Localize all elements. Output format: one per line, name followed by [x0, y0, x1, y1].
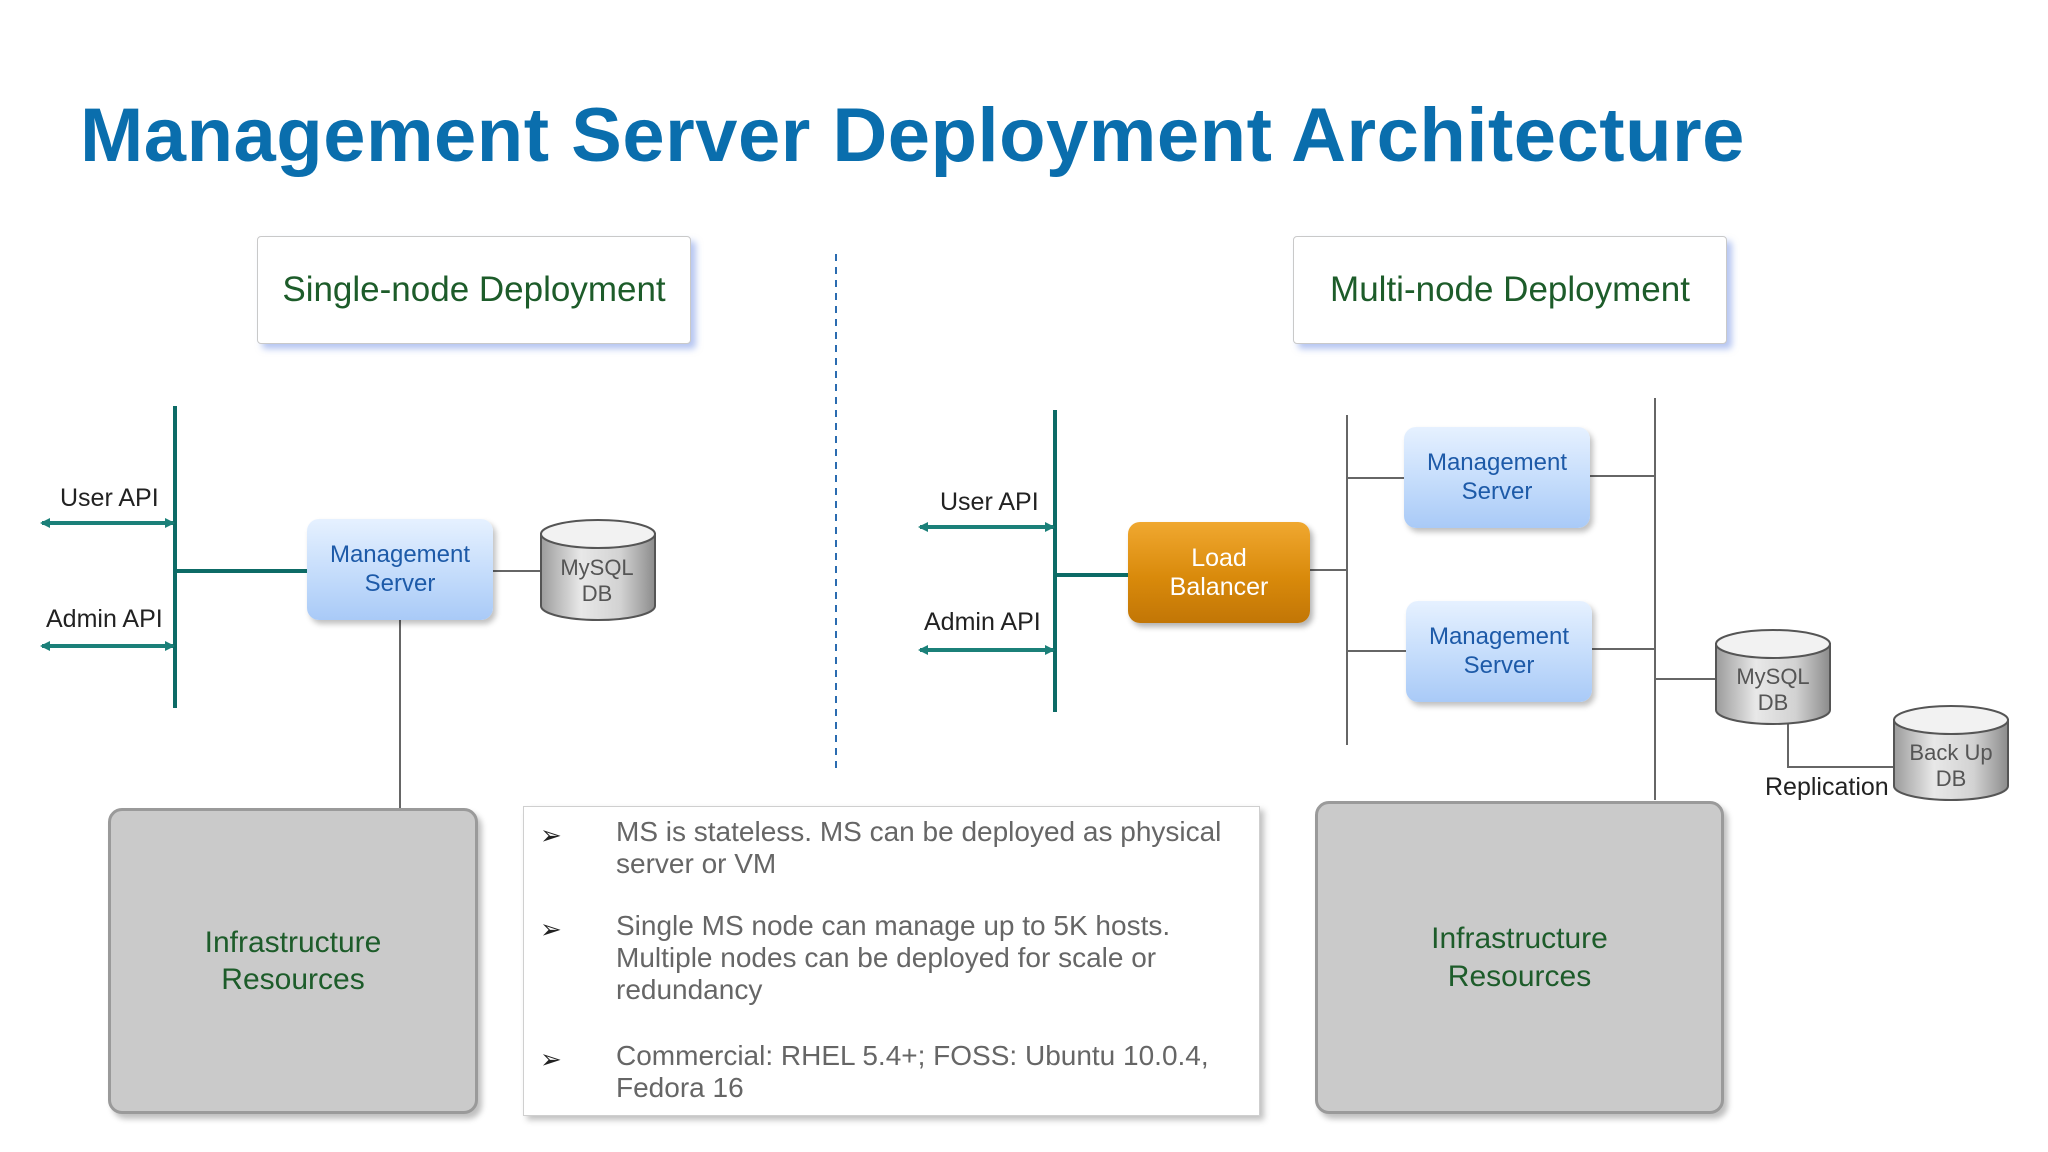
multi-node-header: Multi-node Deployment	[1293, 236, 1727, 344]
multi-management-server-2: Management Server	[1406, 601, 1592, 702]
backup-db-cylinder	[1893, 705, 2009, 801]
replication-label: Replication	[1765, 773, 1889, 801]
single-db-cylinder	[540, 519, 656, 621]
single-management-server: Management Server	[307, 519, 493, 620]
multi-management-server-1: Management Server	[1404, 427, 1590, 528]
slide-title: Management Server Deployment Architectur…	[80, 93, 1745, 178]
note-item: Single MS node can manage up to 5K hosts…	[616, 910, 1171, 1005]
multi-infrastructure-label: Infrastructure Resources	[1431, 922, 1608, 993]
backup-db-label: Back Up DB	[1909, 740, 1993, 792]
multi-node-header-label: Multi-node Deployment	[1330, 270, 1690, 309]
note-item: Commercial: RHEL 5.4+; FOSS: Ubuntu 10.0…	[616, 1040, 1209, 1103]
single-db-label: MySQL DB	[560, 555, 634, 607]
single-management-server-label: Management Server	[329, 540, 471, 597]
multi-management-server-2-label: Management Server	[1428, 622, 1570, 679]
single-infrastructure-resources: Infrastructure Resources	[108, 808, 478, 1114]
single-node-header: Single-node Deployment	[257, 236, 691, 344]
single-node-header-label: Single-node Deployment	[282, 270, 666, 309]
single-user-api-label: User API	[60, 484, 159, 512]
replication-link	[1787, 722, 1894, 768]
load-balancer: Load Balancer	[1128, 522, 1310, 623]
single-admin-api-label: Admin API	[46, 605, 163, 633]
multi-user-api-label: User API	[940, 488, 1039, 516]
single-infrastructure-label: Infrastructure Resources	[204, 925, 382, 997]
arrow-bullet-icon: ➢	[540, 1044, 562, 1074]
load-balancer-label: Load Balancer	[1169, 543, 1269, 601]
notes-box: ➢ MS is stateless. MS can be deployed as…	[523, 806, 1260, 1116]
arrow-bullet-icon: ➢	[540, 914, 562, 944]
multi-db-label: MySQL DB	[1736, 664, 1810, 716]
multi-management-server-1-label: Management Server	[1426, 448, 1568, 505]
note-item: MS is stateless. MS can be deployed as p…	[616, 816, 1222, 879]
multi-admin-api-label: Admin API	[924, 608, 1041, 636]
multi-infrastructure-resources: Infrastructure Resources	[1315, 801, 1724, 1114]
arrow-bullet-icon: ➢	[540, 820, 562, 850]
multi-db-cylinder	[1715, 629, 1831, 725]
